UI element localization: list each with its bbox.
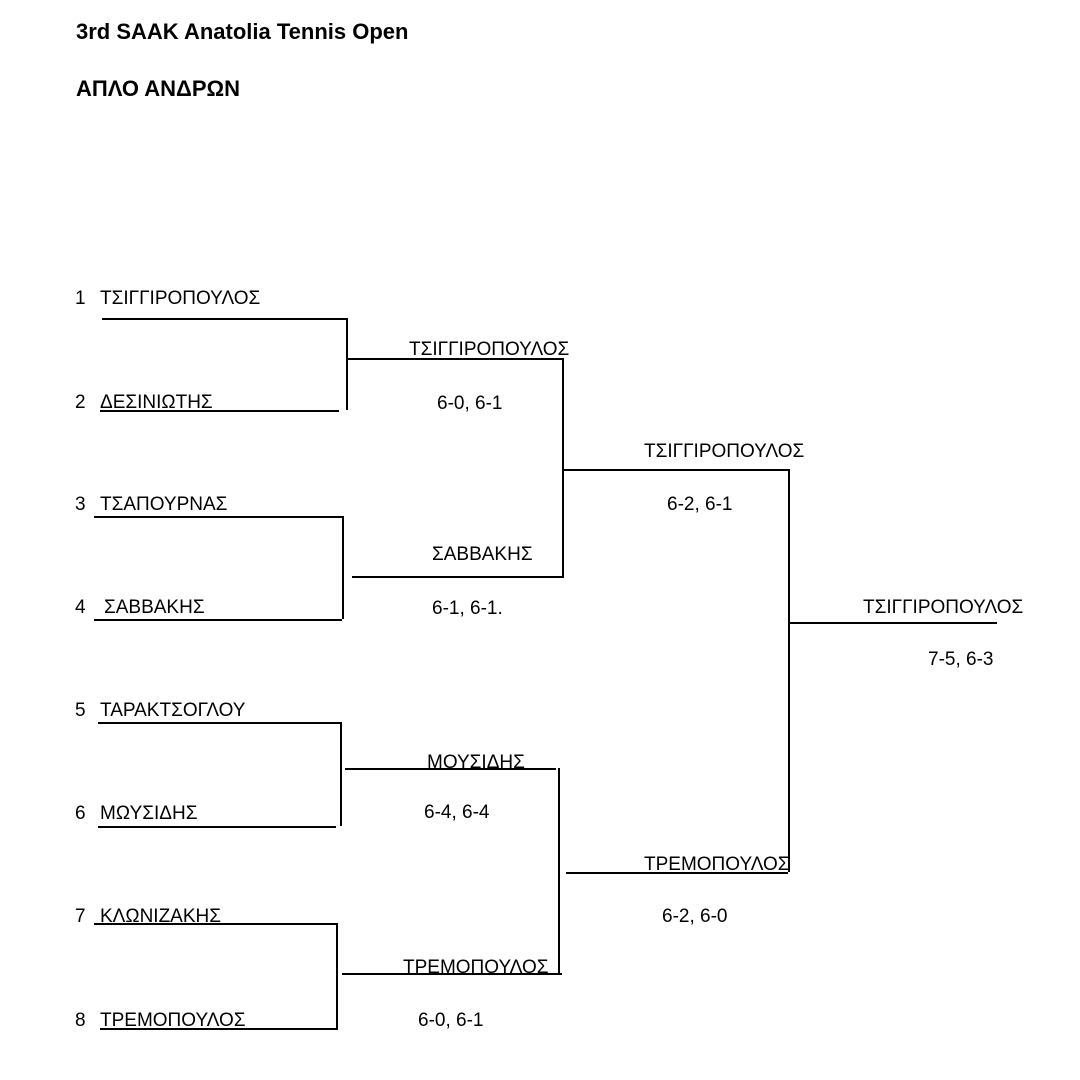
bracket-connector bbox=[562, 358, 564, 576]
bracket-connector bbox=[336, 923, 338, 1028]
match-score: 6-0, 6-1 bbox=[437, 393, 503, 414]
bracket-line bbox=[98, 826, 336, 828]
bracket-line bbox=[566, 872, 788, 874]
player-name: ΤΡΕΜΟΠΟΥΛΟΣ bbox=[100, 1010, 246, 1031]
bracket-connector bbox=[558, 768, 560, 973]
player-seed: 5 bbox=[75, 700, 86, 721]
winner-name: ΤΡΕΜΟΠΟΥΛΟΣ bbox=[644, 854, 790, 875]
winner-name: ΣΑΒΒΑΚΗΣ bbox=[432, 544, 533, 565]
champion-name: ΤΣΙΓΓΙΡΟΠΟΥΛΟΣ bbox=[863, 597, 1024, 618]
final-score: 7-5, 6-3 bbox=[928, 649, 994, 670]
player-name: ΜΩΥΣΙΔΗΣ bbox=[100, 803, 198, 824]
player-seed: 1 bbox=[75, 288, 86, 309]
bracket-line bbox=[94, 923, 336, 925]
player-seed: 8 bbox=[75, 1010, 86, 1031]
player-seed: 2 bbox=[75, 392, 86, 413]
player-name: ΣΑΒΒΑΚΗΣ bbox=[104, 597, 205, 618]
bracket-line bbox=[100, 1028, 338, 1030]
bracket-line bbox=[94, 516, 342, 518]
bracket-line bbox=[347, 358, 563, 360]
match-score: 6-1, 6-1. bbox=[432, 598, 503, 619]
bracket-line bbox=[98, 722, 340, 724]
player-name: ΔΕΣΙΝΙΩΤΗΣ bbox=[100, 392, 213, 413]
bracket-line bbox=[345, 768, 556, 770]
winner-name: ΜΟΥΣΙΔΗΣ bbox=[427, 752, 525, 773]
bracket-line bbox=[100, 410, 339, 412]
player-seed: 4 bbox=[75, 597, 86, 618]
player-name: ΚΛΩΝΙΖΑΚΗΣ bbox=[100, 906, 221, 927]
player-seed: 7 bbox=[75, 906, 86, 927]
bracket-connector bbox=[346, 318, 348, 410]
player-name: ΤΑΡΑΚΤΣΟΓΛΟΥ bbox=[100, 700, 246, 721]
bracket-connector bbox=[340, 722, 342, 826]
tournament-title: 3rd SAAK Anatolia Tennis Open bbox=[76, 19, 409, 44]
bracket-line bbox=[102, 318, 347, 320]
bracket-connector bbox=[342, 516, 344, 619]
winner-name: ΤΣΙΓΓΙΡΟΠΟΥΛΟΣ bbox=[409, 339, 570, 360]
bracket-line bbox=[94, 619, 342, 621]
bracket-line bbox=[789, 622, 997, 624]
match-score: 6-4, 6-4 bbox=[424, 802, 490, 823]
bracket-line bbox=[342, 973, 562, 975]
player-seed: 6 bbox=[75, 803, 86, 824]
event-subtitle: ΑΠΛΟ ΑΝΔΡΩΝ bbox=[76, 76, 241, 101]
bracket-connector bbox=[788, 469, 790, 872]
bracket-line bbox=[352, 576, 564, 578]
match-score: 6-2, 6-0 bbox=[662, 906, 728, 927]
player-seed: 3 bbox=[75, 494, 86, 515]
match-score: 6-2, 6-1 bbox=[667, 494, 733, 515]
player-name: ΤΣΑΠΟΥΡΝΑΣ bbox=[100, 494, 228, 515]
winner-name: ΤΡΕΜΟΠΟΥΛΟΣ bbox=[403, 957, 549, 978]
match-score: 6-0, 6-1 bbox=[418, 1010, 484, 1031]
winner-name: ΤΣΙΓΓΙΡΟΠΟΥΛΟΣ bbox=[644, 441, 805, 462]
player-name: ΤΣΙΓΓΙΡΟΠΟΥΛΟΣ bbox=[100, 288, 261, 309]
bracket-line bbox=[563, 469, 789, 471]
